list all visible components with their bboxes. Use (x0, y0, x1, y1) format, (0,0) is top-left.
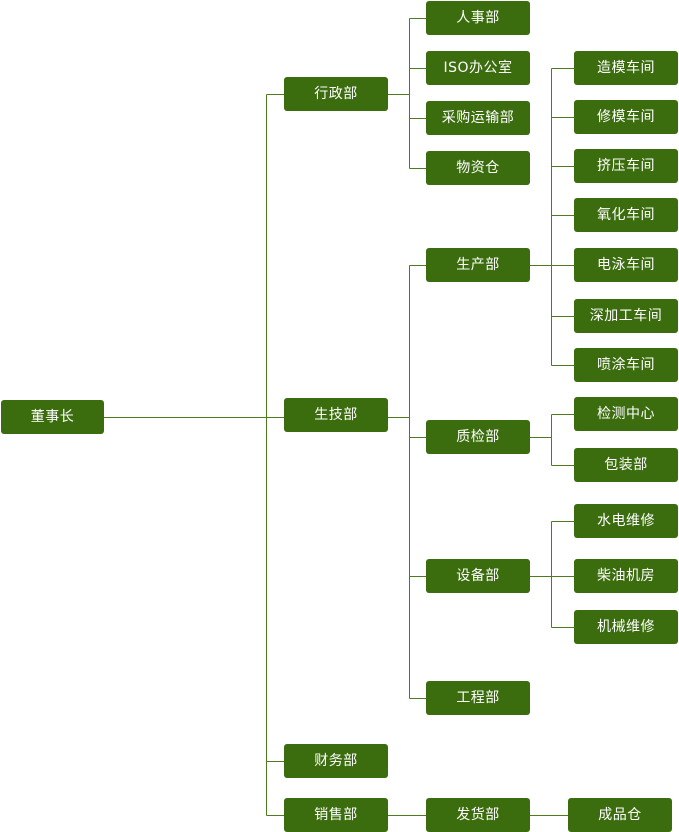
node-workshop-spray-coating: 喷涂车间 (574, 348, 678, 382)
node-workshop-mold-repair: 修模车间 (574, 100, 678, 134)
node-tech-dept: 生技部 (284, 398, 388, 432)
node-mechanical-repair: 机械维修 (574, 610, 678, 644)
node-production-dept: 生产部 (426, 248, 530, 282)
node-purchasing-dept: 采购运输部 (426, 101, 530, 135)
node-sales-dept: 销售部 (284, 798, 388, 832)
node-diesel-room: 柴油机房 (574, 559, 678, 593)
node-iso-office: ISO办公室 (426, 51, 530, 85)
node-equipment-dept: 设备部 (426, 559, 530, 593)
node-hr-dept: 人事部 (426, 1, 530, 35)
node-engineering-dept: 工程部 (426, 681, 530, 715)
node-packaging-dept: 包装部 (574, 448, 678, 482)
node-shipping-dept: 发货部 (426, 798, 530, 832)
node-utility-repair: 水电维修 (574, 504, 678, 538)
node-finished-goods-warehouse: 成品仓 (568, 798, 672, 832)
node-workshop-mold-making: 造模车间 (574, 51, 678, 85)
node-workshop-extrusion: 挤压车间 (574, 149, 678, 183)
node-workshop-electrophoresis: 电泳车间 (574, 248, 678, 282)
node-finance-dept: 财务部 (284, 744, 388, 778)
node-materials-store: 物资仓 (426, 151, 530, 185)
node-qc-dept: 质检部 (426, 420, 530, 454)
node-chairman: 董事长 (1, 400, 104, 434)
node-workshop-deep-processing: 深加工车间 (574, 299, 678, 333)
node-testing-center: 检测中心 (574, 397, 678, 431)
node-workshop-oxidation: 氧化车间 (574, 198, 678, 232)
node-admin-dept: 行政部 (284, 77, 388, 111)
